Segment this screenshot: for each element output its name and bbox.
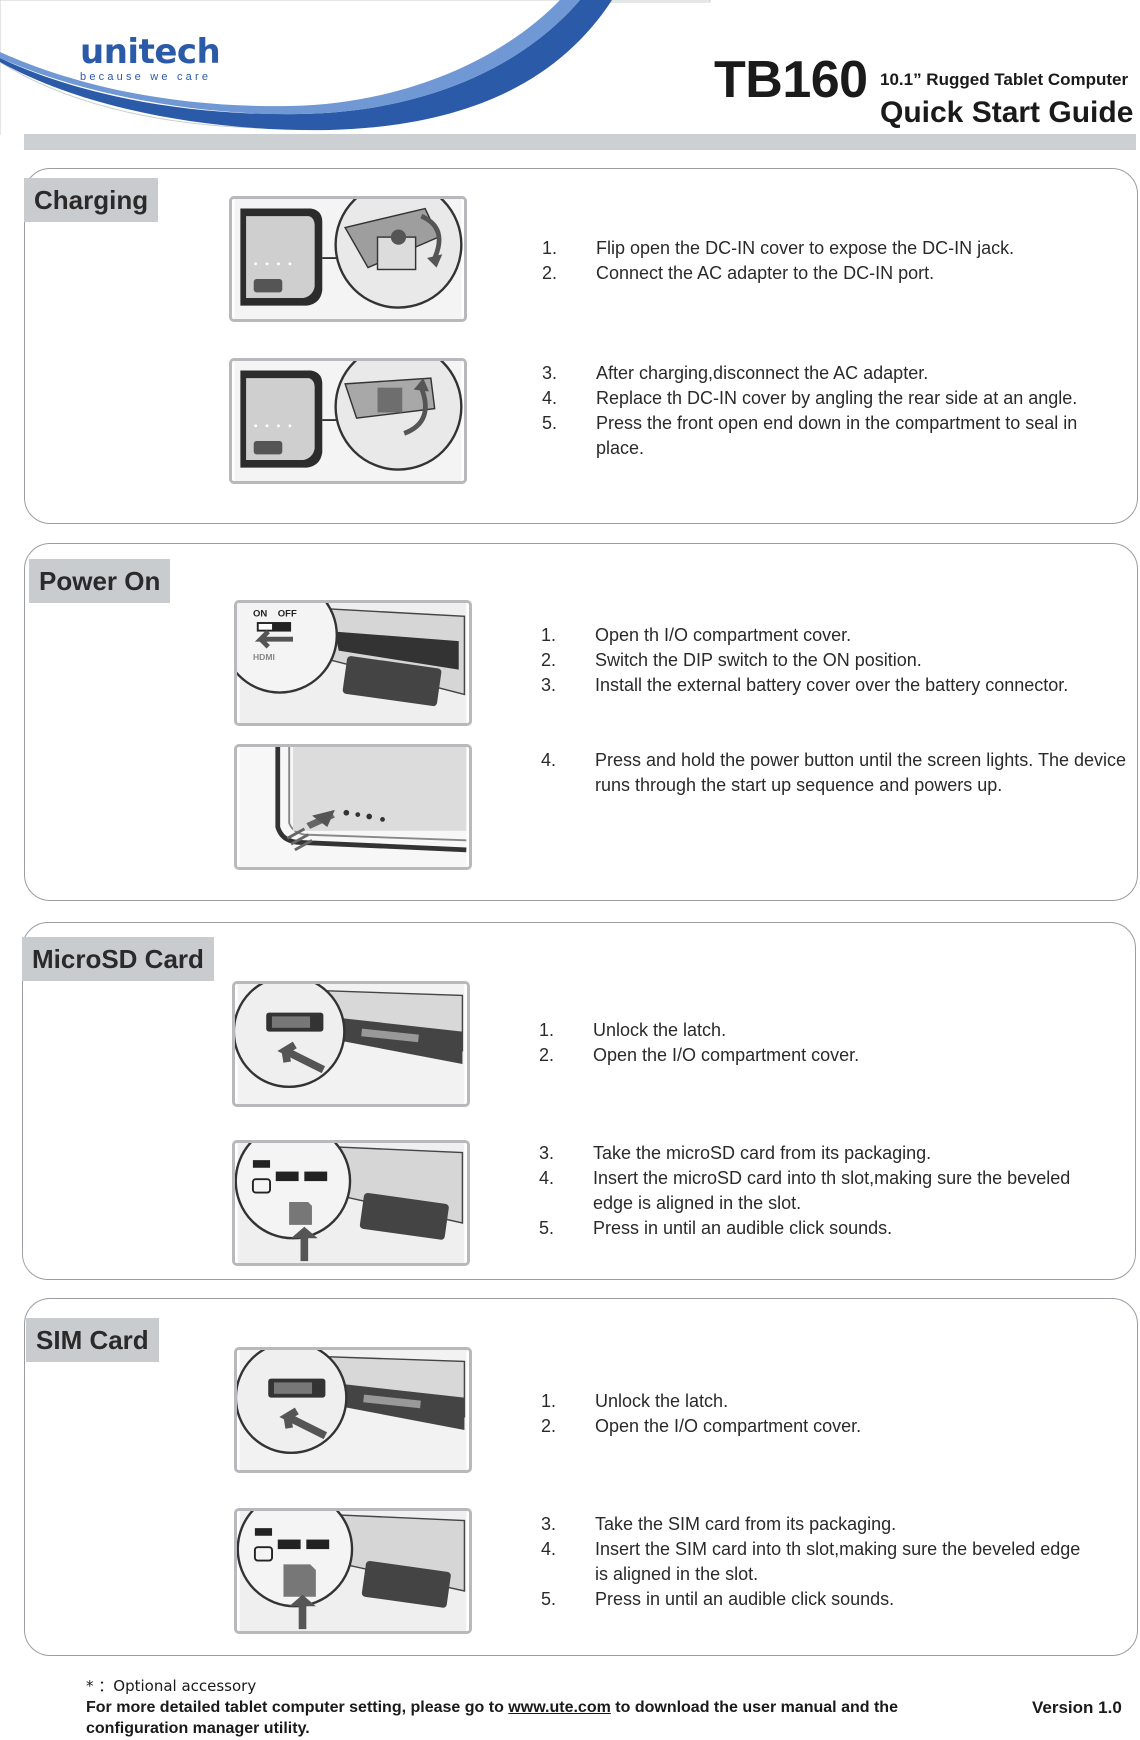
sim-steps-2: 3.Take the SIM card from its packaging. … [541, 1512, 1131, 1612]
step-text: Press in until an audible click sounds. [595, 1589, 895, 1609]
more-info-suffix: to download the user manual and the conf… [86, 1699, 898, 1737]
step-text: Press the front open end down in the com… [596, 413, 1078, 458]
step-item: 5. Press in until an audible click sounds… [539, 1216, 1129, 1241]
step-item: 3. Install the external battery cover ove… [541, 673, 1131, 698]
step-number: 3. [542, 363, 558, 383]
charging-steps-1: 1. Flip open the DC-IN cover to expose th… [542, 236, 1122, 286]
website-link[interactable]: www.ute.com [508, 1699, 611, 1716]
section-title-charging: Charging [24, 178, 159, 222]
step-item: 5. Press in until an audible click sounds… [541, 1587, 1131, 1612]
brand-tagline: because we care [80, 71, 212, 83]
step-text: Open th I/O compartment cover. [595, 625, 852, 645]
step-text: Take the microSD card from its packaging… [593, 1143, 932, 1163]
step-item: 3. Take the SIM card from its packaging. [541, 1512, 1131, 1537]
step-item: 4. Press and hold the power button until … [541, 748, 1136, 798]
step-number: 4. [539, 1168, 555, 1188]
step-number: 3. [541, 675, 557, 695]
step-item: 4. Replace th DC-IN cover by angling the … [542, 386, 1126, 411]
section-sim-card [24, 1298, 1138, 1656]
power-on-steps-2: 4. Press and hold the power button until … [541, 748, 1136, 798]
step-item: 2. Open the I/O compartment cover. [539, 1043, 1129, 1068]
step-item: 3. Take the microSD card from its packagi… [539, 1141, 1129, 1166]
step-number: 4. [541, 1539, 557, 1559]
step-number: 2. [542, 263, 558, 283]
illustration-charging-close-cover [229, 358, 467, 484]
step-item: 4. Insert the SIM card into th slot,makin… [541, 1537, 1131, 1587]
step-item: 1. Flip open the DC-IN cover to expose th… [542, 236, 1122, 261]
step-text: Insert the microSD card into th slot,mak… [593, 1168, 1071, 1213]
step-text: Insert the SIM card into th slot,making … [595, 1539, 1081, 1584]
step-number: 3. [541, 1514, 557, 1534]
step-text: Press and hold the power button until th… [595, 750, 1126, 795]
section-title-microsd-card: MicroSD Card [22, 937, 214, 981]
power-on-steps-1: 1. Open th I/O compartment cover. 2. Switc… [541, 623, 1131, 698]
step-number: 2. [541, 1416, 557, 1436]
more-info-prefix: For more detailed tablet computer settin… [86, 1699, 509, 1716]
illustration-microsd-unlock-latch [232, 981, 470, 1107]
step-number: 4. [541, 750, 557, 770]
dip-on-label: ON [253, 608, 267, 619]
section-title-sim-card: SIM Card [26, 1318, 159, 1362]
header-swoosh-graphic [0, 0, 711, 135]
step-item: 5. Press the front open end down in the c… [542, 411, 1126, 461]
step-item: 2. Switch the DIP switch to the ON positi… [541, 648, 1131, 673]
step-number: 5. [539, 1218, 555, 1238]
step-item: 1. Open th I/O compartment cover. [541, 623, 1131, 648]
guide-title: Quick Start Guide [880, 96, 1134, 129]
step-text: Replace th DC-IN cover by angling the re… [596, 388, 1078, 408]
step-number: 2. [539, 1045, 555, 1065]
illustration-sim-unlock-latch [234, 1347, 472, 1473]
step-number: 3. [539, 1143, 555, 1163]
page-footer: * ：Optional accessory For more detailed … [86, 1676, 1136, 1739]
step-text: Switch the DIP switch to the ON position… [595, 650, 922, 670]
step-number: 5. [542, 413, 558, 433]
version-label: Version 1.0 [1032, 1698, 1122, 1717]
step-text: Flip open the DC-IN cover to expose the … [596, 238, 1015, 258]
hdmi-port-label: HDMI [253, 652, 275, 662]
step-item: 3. After charging,disconnect the AC adapt… [542, 361, 1126, 386]
step-number: 1. [539, 1020, 555, 1040]
sim-steps-1: 1. Unlock the latch. 2. Open the I/O compa… [541, 1389, 1131, 1439]
step-text: Take the SIM card from its packaging. [595, 1514, 897, 1534]
step-number: 1. [541, 625, 557, 645]
illustration-dip-switch: ON OFF HDMI [234, 600, 472, 726]
illustration-power-button [234, 744, 472, 870]
step-text: Press in until an audible click sounds. [593, 1218, 893, 1238]
product-subtitle: 10.1” Rugged Tablet Computer [880, 70, 1129, 89]
section-charging [24, 168, 1138, 524]
illustration-sim-insert-card [234, 1508, 472, 1634]
step-text: Open the I/O compartment cover. [595, 1416, 862, 1436]
step-number: 1. [541, 1391, 557, 1411]
model-name: TB160 [714, 51, 868, 109]
step-item: 1. Unlock the latch. [541, 1389, 1131, 1414]
illustration-microsd-insert-card [232, 1140, 470, 1266]
microsd-steps-1: 1. Unlock the latch. 2. Open the I/O compa… [539, 1018, 1129, 1068]
step-item: 4. Insert the microSD card into th slot,m… [539, 1166, 1129, 1216]
step-item: 2. Open the I/O compartment cover. [541, 1414, 1131, 1439]
section-title-power-on: Power On [29, 559, 171, 603]
step-item: 2. Connect the AC adapter to the DC-IN po… [542, 261, 1122, 286]
step-number: 2. [541, 650, 557, 670]
step-text: Install the external battery cover over … [595, 675, 1069, 695]
step-item: 1. Unlock the latch. [539, 1018, 1129, 1043]
step-number: 1. [542, 238, 558, 258]
brand-logo: unitech because we care [80, 32, 221, 83]
step-number: 5. [541, 1589, 557, 1609]
illustration-charging-open-cover [229, 196, 467, 322]
section-power-on [24, 543, 1138, 901]
step-text: Open the I/O compartment cover. [593, 1045, 860, 1065]
dip-off-label: OFF [278, 608, 297, 619]
step-text: Unlock the latch. [593, 1020, 727, 1040]
microsd-steps-2: 3. Take the microSD card from its packagi… [539, 1141, 1129, 1241]
step-number: 4. [542, 388, 558, 408]
step-text: Connect the AC adapter to the DC-IN port… [596, 263, 935, 283]
charging-steps-2: 3. After charging,disconnect the AC adapt… [542, 361, 1126, 461]
header-divider-bar [24, 134, 1136, 150]
step-text: After charging,disconnect the AC adapter… [596, 363, 929, 383]
optional-accessory-note: * ：Optional accessory [86, 1677, 257, 1695]
more-info-text: For more detailed tablet computer settin… [86, 1697, 986, 1739]
section-microsd-card [22, 922, 1136, 1280]
step-text: Unlock the latch. [595, 1391, 729, 1411]
brand-name: unitech [80, 32, 221, 72]
